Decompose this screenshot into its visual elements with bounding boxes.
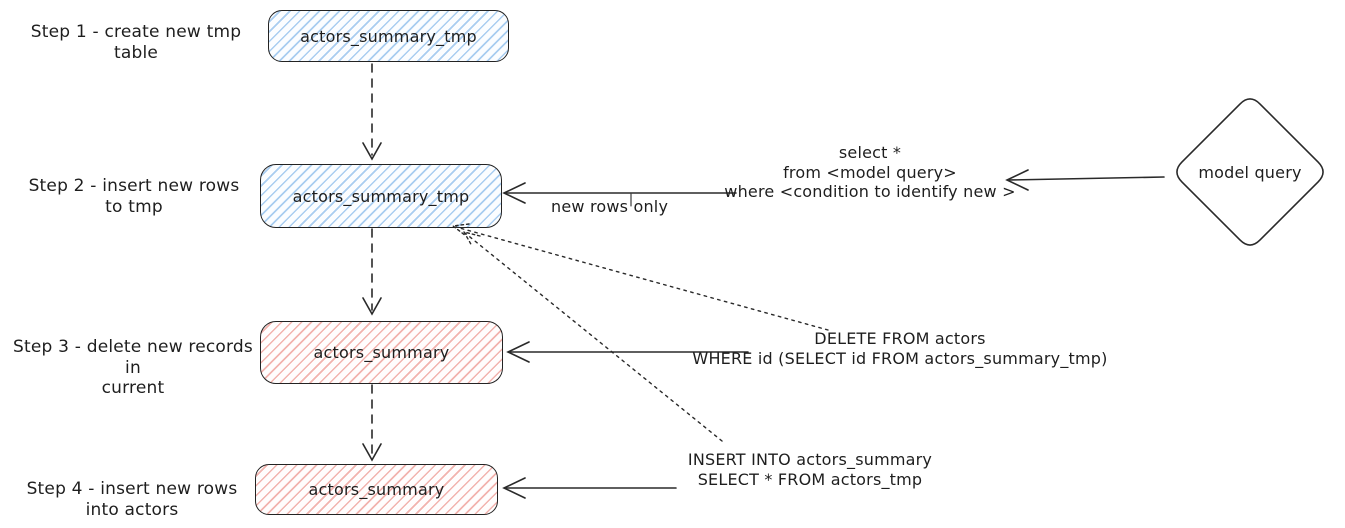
insert-sql-text: INSERT INTO actors_summary SELECT * FROM… [687,450,933,489]
node-step3-actors-summary: actors_summary [260,321,503,384]
node-step3-label: actors_summary [313,343,450,362]
node-step2-label: actors_summary_tmp [292,186,470,206]
arrow-modelquery-to-sql [1005,169,1165,191]
step1-label: Step 1 - create new tmp table [30,22,242,63]
step2-label: Step 2 - insert new rows to tmp [28,176,240,217]
dotted-ref-insert-to-tmp [462,230,723,442]
node-step1-actors-summary-tmp: actors_summary_tmp [268,10,509,62]
model-query-diamond [1176,98,1324,246]
arrow-step1-to-step2 [362,63,382,161]
step4-label: Step 4 - insert new rows into actors [26,479,238,520]
node-step4-label: actors_summary [308,480,445,499]
arrow-insert-to-summary [502,477,677,499]
arrow-newrows-to-tmp [502,182,737,207]
model-query-label: model query [1198,163,1302,182]
arrow-step2-to-step3 [362,228,382,316]
step3-label: Step 3 - delete new records in current [13,337,253,399]
model-query-sql-text: select * from <model query> where <condi… [724,143,1016,202]
dotted-ref-delete-to-tmp [451,223,829,331]
arrow-step3-to-step4 [362,384,382,462]
new-rows-only-label: new rows only [551,197,669,216]
node-step2-actors-summary-tmp: actors_summary_tmp [260,164,502,228]
delete-sql-text: DELETE FROM actors WHERE id (SELECT id F… [692,329,1108,368]
node-step1-label: actors_summary_tmp [300,26,477,46]
arrow-delete-to-summary [506,341,749,363]
node-step4-actors-summary: actors_summary [255,464,498,515]
